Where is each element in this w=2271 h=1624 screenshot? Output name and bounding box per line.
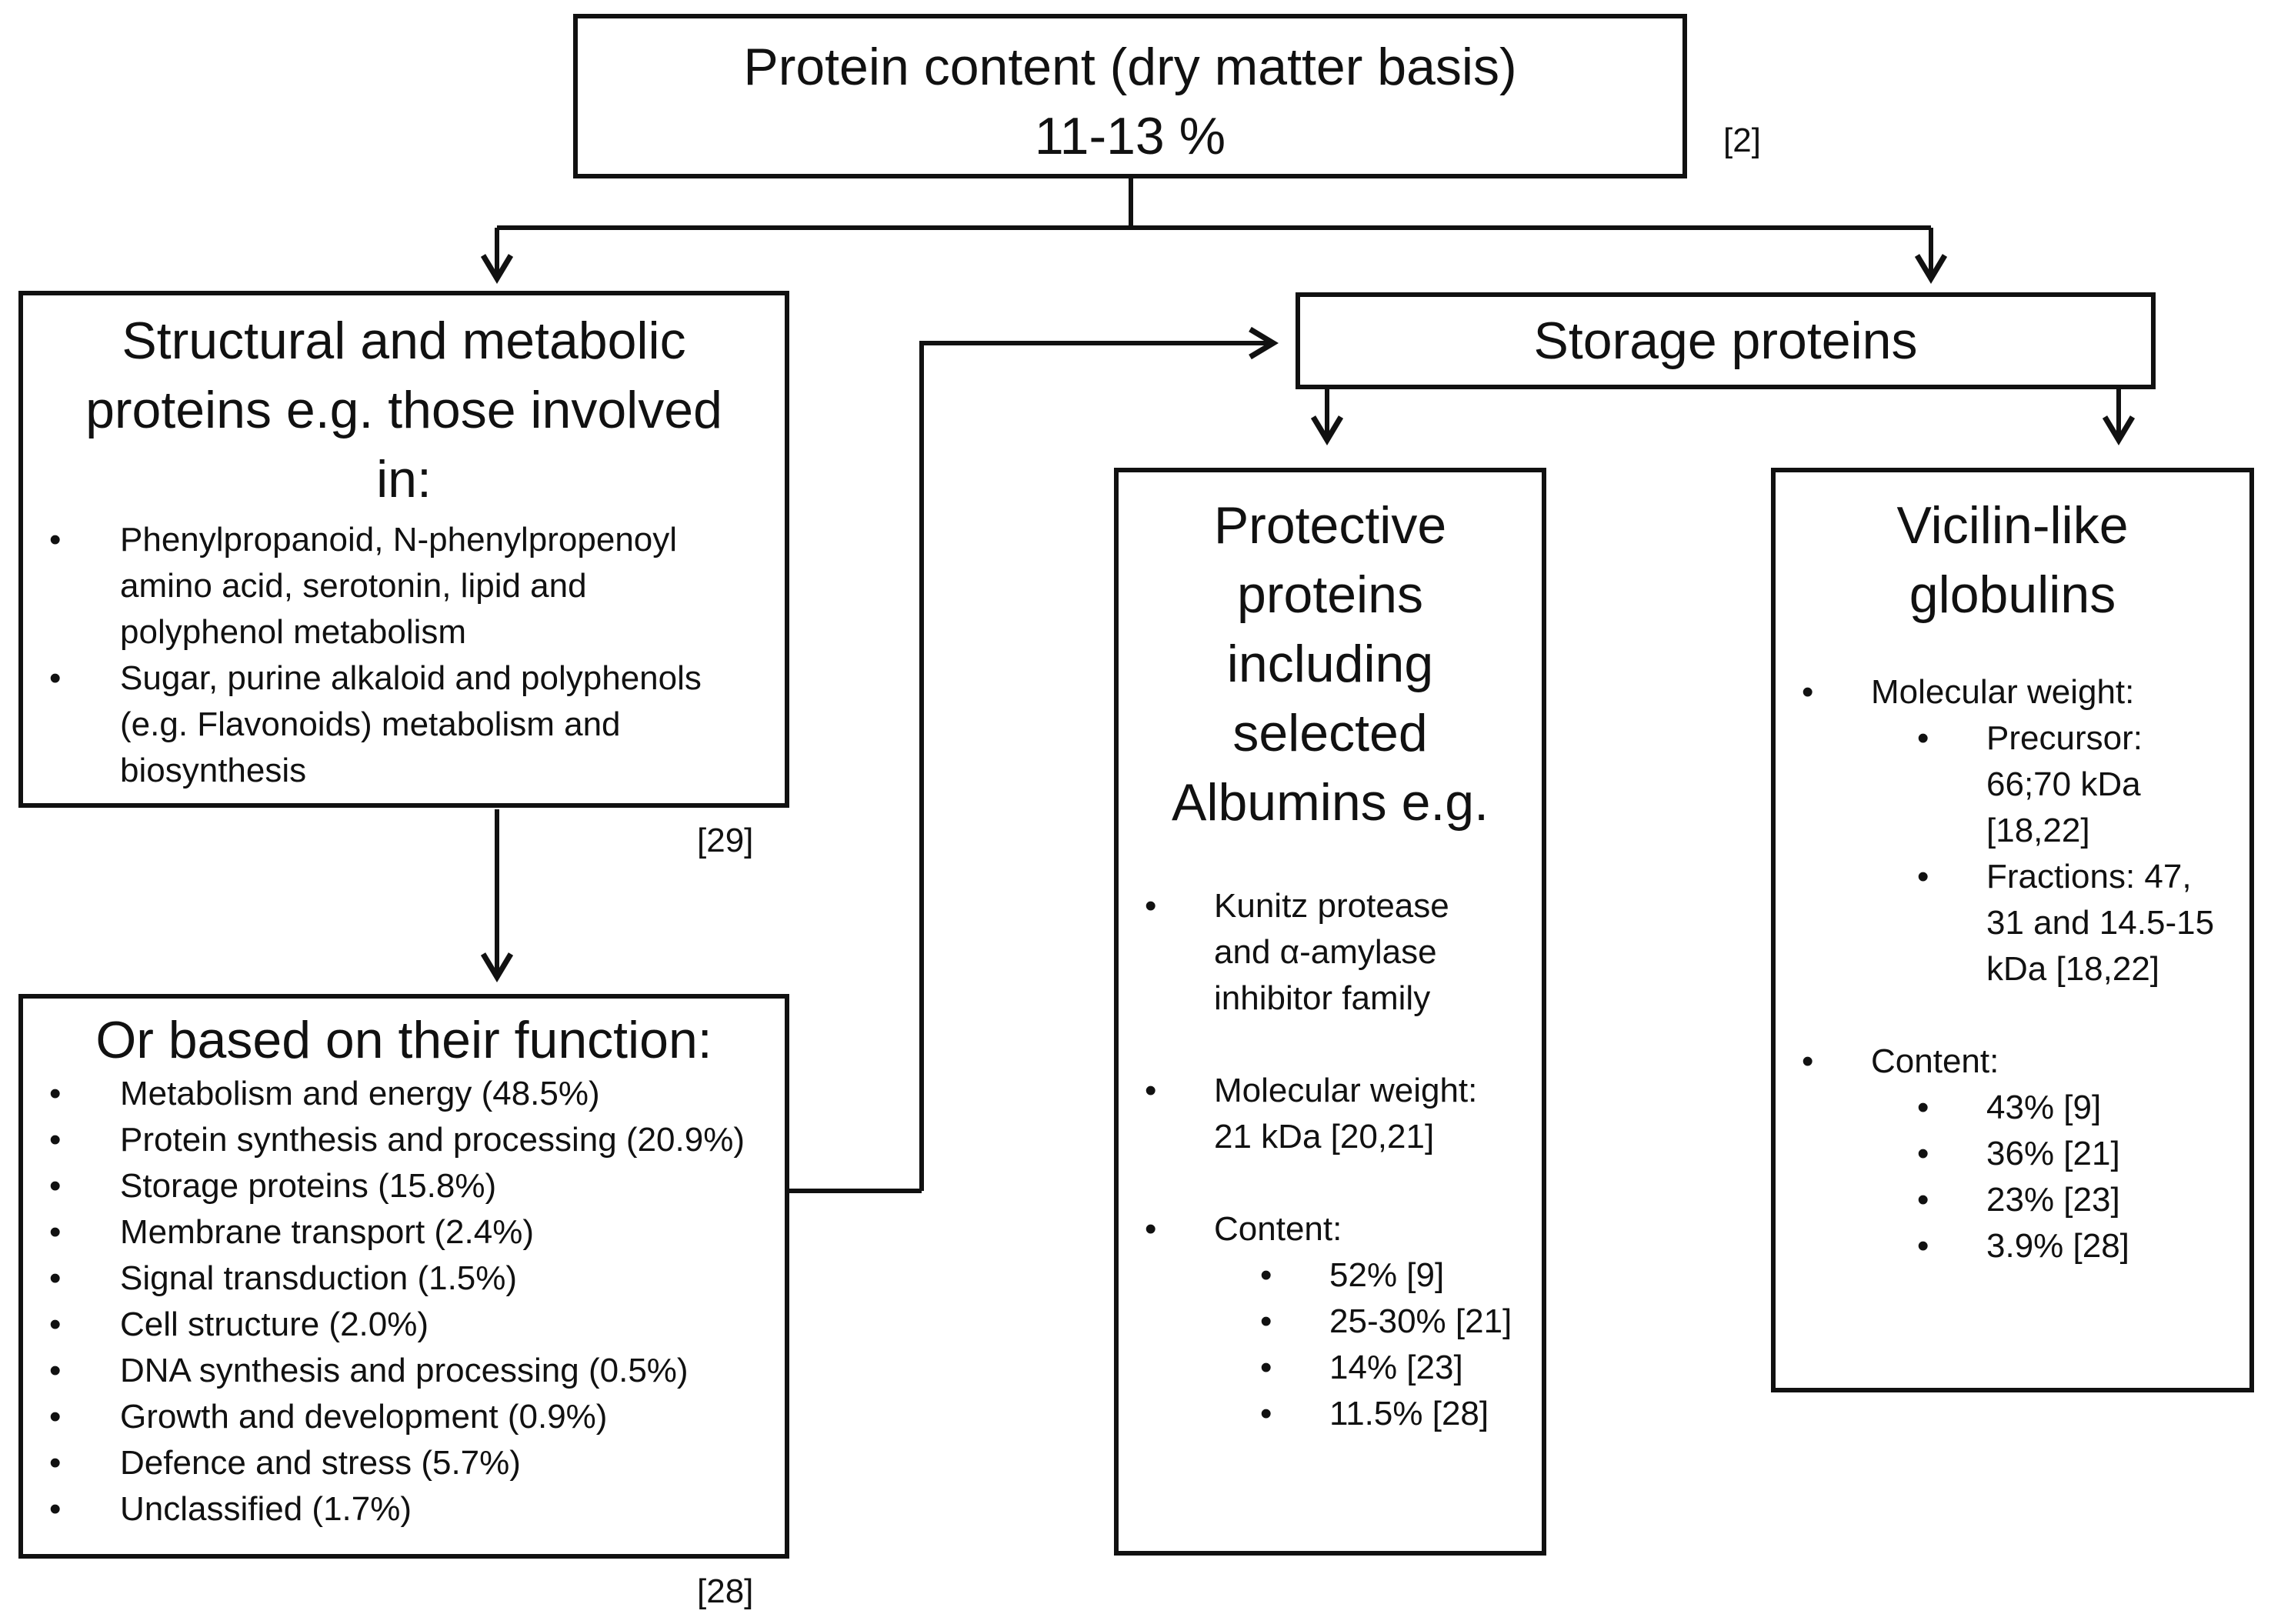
list-item: 23% [23] <box>1776 1177 2249 1223</box>
list-item: Kunitz protease and α-amylase inhibitor … <box>1119 883 1542 1022</box>
protein-content-box: Protein content (dry matter basis) 11-13… <box>573 14 1687 178</box>
vicilin-globulins-title: Vicilin-like globulins <box>1896 496 2129 624</box>
list-item: 36% [21] <box>1776 1131 2249 1177</box>
protective-proteins-list: Kunitz protease and α-amylase inhibitor … <box>1119 883 1542 1252</box>
list-item: Metabolism and energy (48.5%) <box>23 1071 785 1117</box>
list-item: DNA synthesis and processing (0.5%) <box>23 1348 785 1394</box>
list-item: Content: <box>1119 1206 1542 1252</box>
list-item: Defence and stress (5.7%) <box>23 1440 785 1486</box>
function-title: Or based on their function: <box>95 1011 712 1069</box>
arrow-function-to-storage <box>919 326 1279 1191</box>
list-item: Protein synthesis and processing (20.9%) <box>23 1117 785 1163</box>
vicilin-content-label-list: Content: <box>1776 1039 2249 1085</box>
list-item: Unclassified (1.7%) <box>23 1486 785 1532</box>
protein-content-value: 11-13 % <box>1034 107 1226 165</box>
protective-content-list: 52% [9] 25-30% [21] 14% [23] 11.5% [28] <box>1119 1252 1542 1437</box>
list-item: Storage proteins (15.8%) <box>23 1163 785 1209</box>
function-list: Metabolism and energy (48.5%) Protein sy… <box>23 1071 785 1532</box>
function-reference: [28] <box>697 1572 754 1610</box>
list-item: Fractions: 47, 31 and 14.5-15 kDa [18,22… <box>1776 854 2249 992</box>
structural-metabolic-box: Structural and metabolic proteins e.g. t… <box>18 291 789 808</box>
list-item: Precursor: 66;70 kDa [18,22] <box>1776 715 2249 854</box>
protective-proteins-title: Protective proteins including selected A… <box>1172 496 1489 832</box>
storage-proteins-box: Storage proteins <box>1296 292 2156 389</box>
list-item: Membrane transport (2.4%) <box>23 1209 785 1256</box>
function-box: Or based on their function: Metabolism a… <box>18 994 789 1559</box>
vicilin-content-list: 43% [9] 36% [21] 23% [23] 3.9% [28] <box>1776 1085 2249 1269</box>
list-item: 43% [9] <box>1776 1085 2249 1131</box>
storage-proteins-title: Storage proteins <box>1533 312 1918 370</box>
list-item: Growth and development (0.9%) <box>23 1394 785 1440</box>
list-item: Signal transduction (1.5%) <box>23 1256 785 1302</box>
protein-content-title: Protein content (dry matter basis) <box>743 38 1517 96</box>
vicilin-mw-sublist: Precursor: 66;70 kDa [18,22] Fractions: … <box>1776 715 2249 992</box>
vicilin-mw-list: Molecular weight: <box>1776 669 2249 715</box>
structural-metabolic-title: Structural and metabolic proteins e.g. t… <box>85 312 722 509</box>
list-item: Cell structure (2.0%) <box>23 1302 785 1348</box>
list-item: 14% [23] <box>1119 1345 1542 1391</box>
list-item: Sugar, purine alkaloid and polyphenols (… <box>23 655 785 794</box>
list-item: 25-30% [21] <box>1119 1299 1542 1345</box>
structural-reference: [29] <box>697 822 754 859</box>
list-item: Molecular weight: <box>1776 669 2249 715</box>
protective-proteins-box: Protective proteins including selected A… <box>1114 468 1546 1556</box>
list-item: 52% [9] <box>1119 1252 1542 1299</box>
list-item: Content: <box>1776 1039 2249 1085</box>
vicilin-globulins-box: Vicilin-like globulins Molecular weight:… <box>1771 468 2254 1392</box>
list-item: 11.5% [28] <box>1119 1391 1542 1437</box>
list-item: 3.9% [28] <box>1776 1223 2249 1269</box>
top-reference: [2] <box>1723 122 1761 159</box>
structural-metabolic-list: Phenylpropanoid, N-phenylpropenoyl amino… <box>23 517 785 794</box>
list-item: Phenylpropanoid, N-phenylpropenoyl amino… <box>23 517 785 655</box>
list-item: Molecular weight: 21 kDa [20,21] <box>1119 1068 1542 1160</box>
